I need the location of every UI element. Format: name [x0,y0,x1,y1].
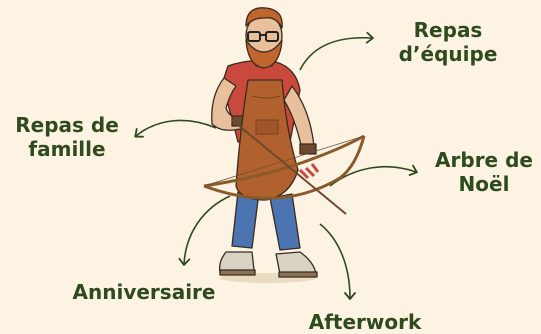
curved-arrow-icon-anniversaire [184,196,230,264]
curved-arrow-icon-repas-famille [136,120,216,136]
label-anniversaire: Anniversaire [62,280,226,304]
label-arbre-noel: Arbre de Noël [426,148,541,196]
label-repas-famille-line-1: Repas de [4,113,130,137]
label-repas-famille: Repas de famille [4,113,130,161]
label-repas-equipe-line-2: d’équipe [383,42,513,66]
label-afterwork-line-1: Afterwork [294,310,436,334]
label-arbre-noel-line-1: Arbre de [426,148,541,172]
curved-arrow-icon-afterwork [320,224,350,298]
label-repas-equipe: Repas d’équipe [383,18,513,66]
label-repas-famille-line-2: famille [4,137,130,161]
label-repas-equipe-line-1: Repas [383,18,513,42]
label-afterwork: Afterwork [294,310,436,334]
curved-arrow-icon-repas-equipe [300,38,372,70]
label-arbre-noel-line-2: Noël [426,172,541,196]
label-anniversaire-line-1: Anniversaire [62,280,226,304]
